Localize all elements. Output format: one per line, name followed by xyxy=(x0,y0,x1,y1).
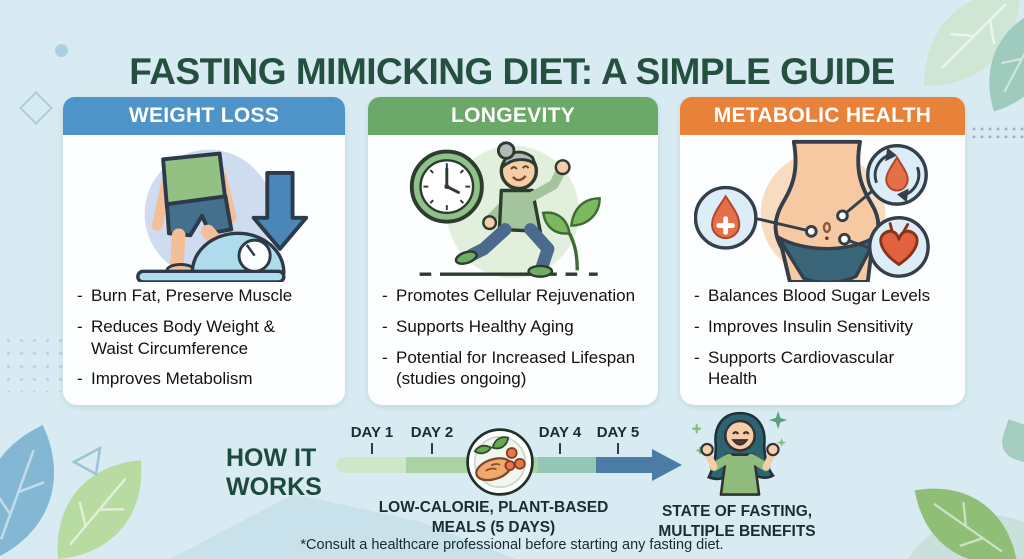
bullet-dash: - xyxy=(382,316,388,336)
bottom-left-leaves-decoration xyxy=(0,425,142,559)
day-1-tick xyxy=(371,443,373,454)
timeline-segment-1 xyxy=(336,457,406,473)
bullet-dash: - xyxy=(77,369,83,389)
bottom-right-leaf-decoration xyxy=(914,488,1017,559)
bullet-item: -Balances Blood Sugar Levels xyxy=(694,286,931,305)
bullet-item: -Improves Metabolism xyxy=(77,369,253,389)
timeline-segment-4 xyxy=(596,457,652,473)
weight-loss-bullets: -Burn Fat, Preserve Muscle -Reduces Body… xyxy=(63,283,345,390)
diamond-outline-decoration xyxy=(19,91,53,125)
waist-health-icon xyxy=(693,139,930,282)
longevity-illustration xyxy=(368,135,658,283)
metabolic-health-header: METABOLIC HEALTH xyxy=(680,97,965,135)
bullet-item: -Potential for Increased Lifespan (studi… xyxy=(382,347,636,389)
day-4-tick xyxy=(559,443,561,454)
day-4-label: DAY 4 xyxy=(538,424,582,441)
triangle-outline-decoration xyxy=(71,445,102,476)
leaf-decoration xyxy=(997,419,1024,465)
bullet-dash: - xyxy=(694,316,700,336)
person-on-scale-icon xyxy=(136,149,309,282)
dot-decoration xyxy=(55,44,68,57)
metabolic-health-card: METABOLIC HEALTH xyxy=(680,97,965,405)
dot-row-decoration xyxy=(970,125,1024,138)
meals-caption: LOW-CALORIE, PLANT-BASED MEALS (5 DAYS) xyxy=(378,499,609,536)
day-5-label: DAY 5 xyxy=(596,424,640,441)
longevity-header: LONGEVITY xyxy=(368,97,658,135)
day-2-tick xyxy=(431,443,433,454)
page-title: FASTING MIMICKING DIET: A SIMPLE GUIDE xyxy=(129,50,895,92)
metabolic-health-bullets: -Balances Blood Sugar Levels -Improves I… xyxy=(680,283,965,390)
top-right-leaves-decoration xyxy=(924,0,1024,112)
weight-loss-illustration xyxy=(63,135,345,283)
metabolic-health-illustration xyxy=(680,135,965,283)
weight-loss-title: WEIGHT LOSS xyxy=(128,104,280,127)
metabolic-health-title: METABOLIC HEALTH xyxy=(713,104,932,127)
longevity-title: LONGEVITY xyxy=(450,104,576,127)
day-2-label: DAY 2 xyxy=(410,424,454,441)
timeline-arrowhead xyxy=(652,449,682,481)
bullet-item: -Improves Insulin Sensitivity xyxy=(694,316,914,336)
meal-plate-icon xyxy=(466,428,534,496)
bullet-dash: - xyxy=(382,286,388,305)
day-1-label: DAY 1 xyxy=(350,424,394,441)
weight-loss-card: WEIGHT LOSS -Burn Fat, Preserve Mu xyxy=(63,97,345,405)
bullet-item: -Burn Fat, Preserve Muscle xyxy=(77,286,293,305)
disclaimer-text: *Consult a healthcare professional befor… xyxy=(300,537,724,553)
day-5-tick xyxy=(617,443,619,454)
senior-runner-icon xyxy=(409,141,607,279)
bullet-dash: - xyxy=(382,347,388,367)
bullet-dash: - xyxy=(694,347,700,367)
fasting-caption: STATE OF FASTING, MULTIPLE BENEFITS xyxy=(658,503,816,540)
dot-grid-decoration xyxy=(2,334,66,392)
bullet-dash: - xyxy=(77,286,83,305)
bullet-item: -Supports Cardiovascular Health xyxy=(694,347,895,389)
celebrating-woman-icon xyxy=(692,411,788,496)
bullet-dash: - xyxy=(694,286,700,305)
how-it-works-label: HOW IT WORKS xyxy=(226,444,322,501)
weight-loss-header: WEIGHT LOSS xyxy=(63,97,345,135)
timeline-segment-3 xyxy=(538,457,596,473)
longevity-bullets: -Promotes Cellular Rejuvenation -Support… xyxy=(368,283,658,390)
bullet-item: -Promotes Cellular Rejuvenation xyxy=(382,286,636,305)
bullet-dash: - xyxy=(77,316,83,336)
bullet-item: -Reduces Body Weight & Waist Circumferen… xyxy=(77,316,275,358)
bullet-item: -Supports Healthy Aging xyxy=(382,316,574,336)
longevity-card: LONGEVITY xyxy=(368,97,658,405)
